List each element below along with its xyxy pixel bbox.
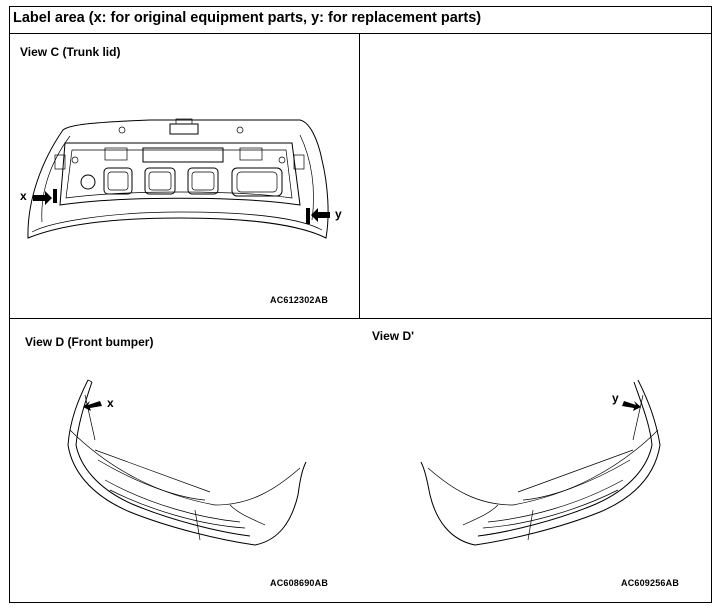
vertical-divider [359,34,360,319]
page-title: Label area (x: for original equipment pa… [13,10,482,26]
front-right-mark-y: y [612,391,619,405]
trunk-view-title: View C (Trunk lid) [20,45,121,59]
front-bumper-right-view-title: View D' [372,329,414,343]
trunk-figure-code: AC612302AB [270,295,329,305]
front-bumper-view-title: View D (Front bumper) [25,335,154,349]
trunk-mark-y: y [335,207,342,221]
front-right-figure-code: AC609256AB [621,578,680,588]
front-left-figure-code: AC608690AB [270,578,329,588]
trunk-mark-x: x [20,189,27,203]
horizontal-divider [9,318,712,319]
figure-frame [9,6,712,603]
front-left-mark-x: x [107,396,114,410]
header-row: Label area (x: for original equipment pa… [9,6,712,34]
